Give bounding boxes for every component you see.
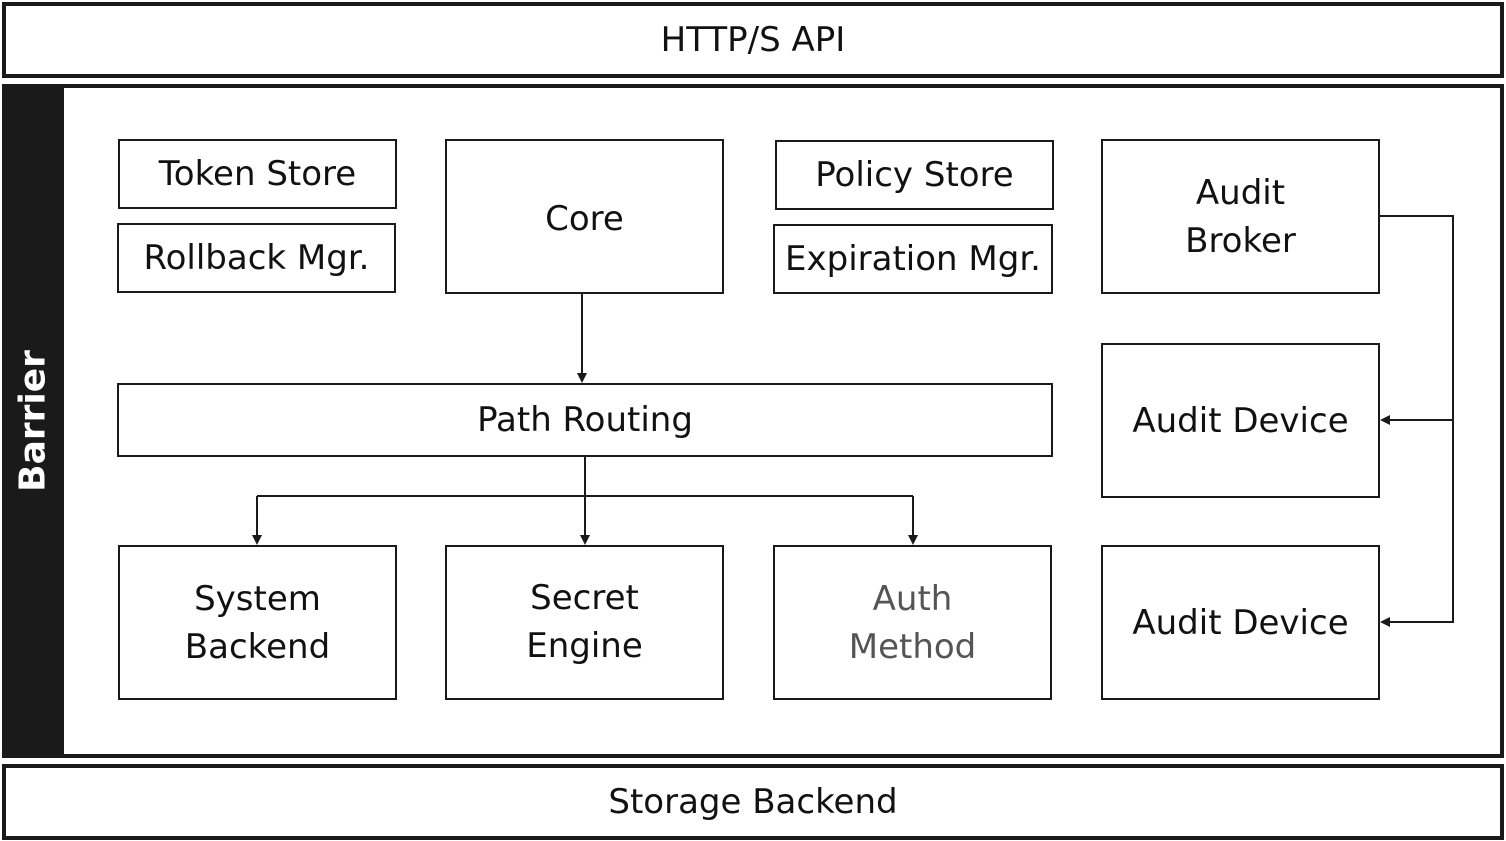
audit-device-label-1: Audit Device (1132, 400, 1349, 441)
auth-method-label: Auth Method (848, 578, 977, 667)
system-backend-label: System Backend (184, 578, 331, 667)
expiration-mgr-box: Expiration Mgr. (773, 224, 1053, 294)
expiration-mgr-label: Expiration Mgr. (785, 239, 1041, 279)
secret-engine-box: Secret Engine (445, 545, 724, 700)
http-api-label: HTTP/S API (660, 20, 846, 60)
audit-device-box-2: Audit Device (1101, 545, 1380, 700)
secret-engine-label: Secret Engine (526, 578, 643, 666)
barrier-label: Barrier (12, 350, 54, 492)
storage-backend-layer: Storage Backend (2, 764, 1504, 840)
auth-method-box: Auth Method (773, 545, 1052, 700)
core-label: Core (545, 199, 624, 239)
audit-broker-label: Audit Broker (1185, 172, 1296, 261)
storage-backend-label: Storage Backend (608, 782, 898, 822)
barrier-band (2, 86, 64, 756)
audit-broker-box: Audit Broker (1101, 139, 1380, 294)
token-store-label: Token Store (158, 154, 357, 194)
path-routing-label: Path Routing (477, 400, 693, 440)
path-routing-box: Path Routing (117, 383, 1053, 457)
token-store-box: Token Store (118, 139, 397, 209)
rollback-mgr-label: Rollback Mgr. (143, 238, 370, 278)
system-backend-box: System Backend (118, 545, 397, 700)
core-box: Core (445, 139, 724, 294)
policy-store-label: Policy Store (815, 155, 1014, 195)
policy-store-box: Policy Store (775, 140, 1054, 210)
rollback-mgr-box: Rollback Mgr. (117, 223, 396, 293)
http-api-layer: HTTP/S API (2, 2, 1504, 78)
audit-device-box-1: Audit Device (1101, 343, 1380, 498)
audit-device-label-2: Audit Device (1132, 602, 1349, 643)
